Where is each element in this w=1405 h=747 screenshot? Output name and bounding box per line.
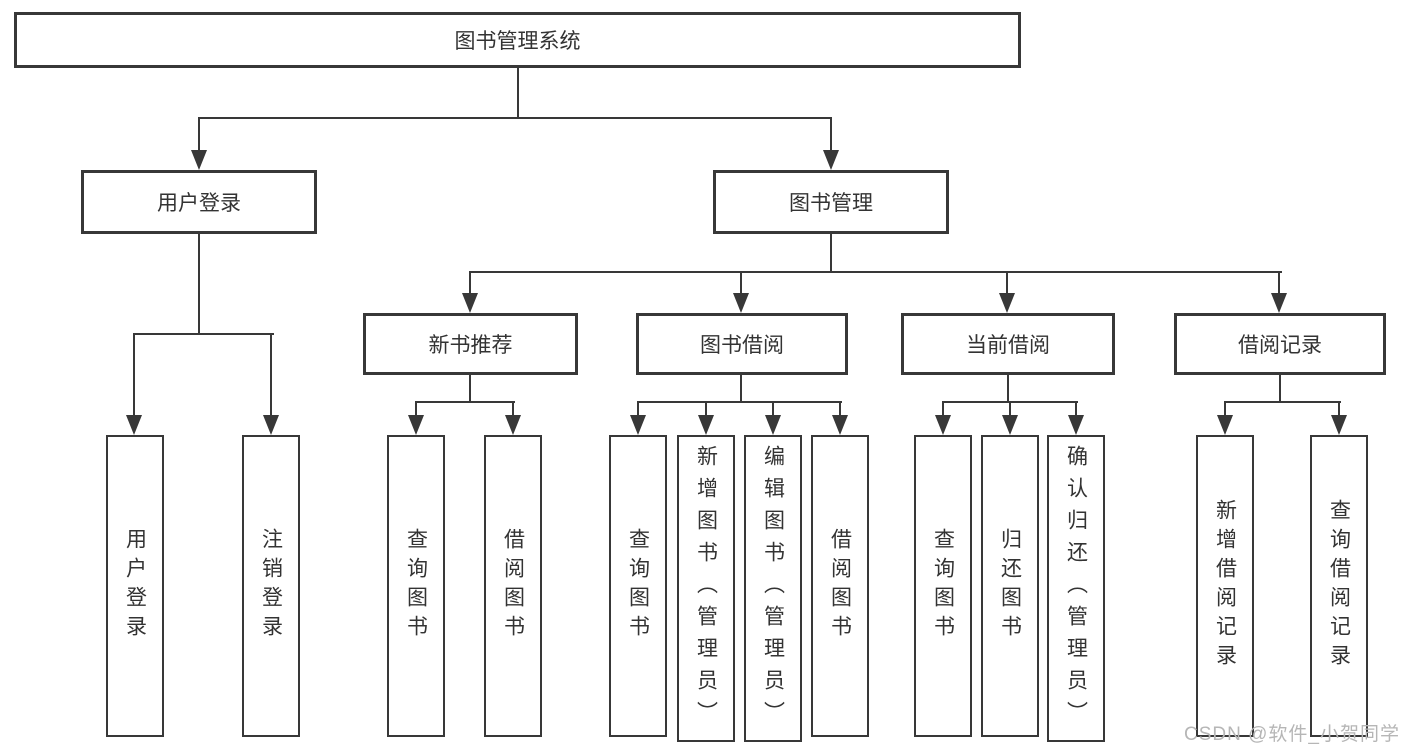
node-borrowing-records: 借阅记录 [1174, 313, 1386, 375]
connector-line [1075, 401, 1077, 417]
node-library-system-label: 图书管理系统 [454, 30, 581, 53]
connector-line [469, 271, 471, 295]
node-add-borrow-record-label: 新增借阅记录 [1213, 499, 1237, 673]
connector-line [637, 401, 842, 403]
node-book-borrowing: 图书借阅 [636, 313, 848, 375]
node-user-login-label: 用户登录 [123, 528, 147, 644]
arrow-down-icon [1068, 415, 1084, 435]
arrow-down-icon [698, 415, 714, 435]
node-new-book-recommend: 新书推荐 [363, 313, 578, 375]
node-current-borrowing-label: 当前借阅 [966, 334, 1050, 357]
arrow-down-icon [765, 415, 781, 435]
connector-line [839, 401, 841, 417]
node-borrowing-borrow-books: 借阅图书 [811, 435, 869, 737]
connector-line [1338, 401, 1340, 417]
connector-line [637, 401, 639, 417]
node-return-books: 归还图书 [981, 435, 1039, 737]
node-add-books-admin: 新增图书（管理员） [677, 435, 735, 742]
node-logout: 注销登录 [242, 435, 300, 737]
node-edit-books-admin-label: 编辑图书（管理员） [761, 444, 785, 733]
arrow-down-icon [823, 150, 839, 170]
connector-line [198, 117, 200, 152]
connector-line [942, 401, 944, 417]
arrow-down-icon [505, 415, 521, 435]
node-return-books-label: 归还图书 [998, 528, 1022, 644]
node-borrowing-records-label: 借阅记录 [1238, 334, 1322, 357]
node-borrowing-borrow-books-label: 借阅图书 [828, 528, 852, 644]
connector-line [830, 117, 832, 152]
node-book-management-label: 图书管理 [789, 192, 873, 215]
arrow-down-icon [999, 293, 1015, 313]
node-add-books-admin-label: 新增图书（管理员） [694, 444, 718, 733]
node-recommend-borrow-books: 借阅图书 [484, 435, 542, 737]
node-add-borrow-record: 新增借阅记录 [1196, 435, 1254, 737]
arrow-down-icon [462, 293, 478, 313]
node-library-system: 图书管理系统 [14, 12, 1021, 68]
node-recommend-query-books: 查询图书 [387, 435, 445, 737]
node-borrowing-query-books-label: 查询图书 [626, 528, 650, 644]
connector-line [270, 333, 272, 417]
connector-line [198, 117, 832, 119]
connector-line [469, 271, 1282, 273]
node-user-login-branch-label: 用户登录 [157, 192, 241, 215]
connector-line [512, 401, 514, 417]
arrow-down-icon [126, 415, 142, 435]
connector-line [1009, 401, 1011, 417]
node-recommend-borrow-books-label: 借阅图书 [501, 528, 525, 644]
node-current-borrowing: 当前借阅 [901, 313, 1115, 375]
arrow-down-icon [1217, 415, 1233, 435]
node-current-query-books: 查询图书 [914, 435, 972, 737]
arrow-down-icon [408, 415, 424, 435]
arrow-down-icon [191, 150, 207, 170]
connector-line [198, 234, 200, 335]
connector-line [705, 401, 707, 417]
connector-line [415, 401, 417, 417]
connector-line [1224, 401, 1341, 403]
connector-line [133, 333, 274, 335]
node-query-borrow-record: 查询借阅记录 [1310, 435, 1368, 737]
connector-line [772, 401, 774, 417]
arrow-down-icon [630, 415, 646, 435]
connector-line [740, 271, 742, 295]
node-query-borrow-record-label: 查询借阅记录 [1327, 499, 1351, 673]
connector-line [1278, 271, 1280, 295]
connector-line [740, 375, 742, 403]
connector-line [1007, 375, 1009, 403]
connector-line [469, 375, 471, 403]
node-borrowing-query-books: 查询图书 [609, 435, 667, 737]
node-recommend-query-books-label: 查询图书 [404, 528, 428, 644]
node-confirm-return-admin-label: 确认归还（管理员） [1064, 444, 1088, 733]
connector-line [517, 68, 519, 119]
node-book-management: 图书管理 [713, 170, 949, 234]
arrow-down-icon [733, 293, 749, 313]
connector-line [415, 401, 515, 403]
arrow-down-icon [263, 415, 279, 435]
node-user-login-branch: 用户登录 [81, 170, 317, 234]
node-user-login: 用户登录 [106, 435, 164, 737]
node-edit-books-admin: 编辑图书（管理员） [744, 435, 802, 742]
arrow-down-icon [1331, 415, 1347, 435]
node-new-book-recommend-label: 新书推荐 [428, 334, 513, 357]
arrow-down-icon [935, 415, 951, 435]
connector-line [1224, 401, 1226, 417]
arrow-down-icon [1271, 293, 1287, 313]
connector-line [133, 333, 135, 417]
arrow-down-icon [1002, 415, 1018, 435]
connector-line [1006, 271, 1008, 295]
arrow-down-icon [832, 415, 848, 435]
node-confirm-return-admin: 确认归还（管理员） [1047, 435, 1105, 742]
connector-line [1279, 375, 1281, 403]
node-book-borrowing-label: 图书借阅 [700, 334, 784, 357]
node-logout-label: 注销登录 [259, 528, 283, 644]
csdn-watermark: CSDN @软件_小贺同学 [1184, 724, 1400, 745]
node-current-query-books-label: 查询图书 [931, 528, 955, 644]
connector-line [830, 234, 832, 273]
